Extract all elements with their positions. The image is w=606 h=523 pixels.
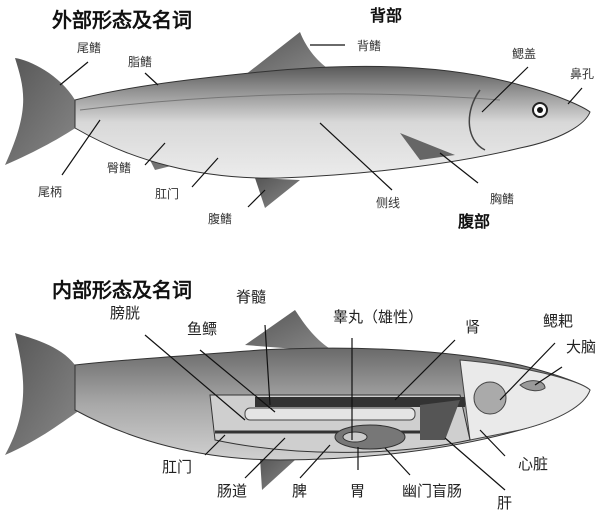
label-pectoral-fin: 胸鳍 [490, 192, 515, 206]
label-liver: 肝 [497, 494, 513, 512]
external-leader-lines [59, 44, 583, 208]
label-stomach: 胃 [350, 482, 366, 500]
ventral-region-label: 腹部 [458, 212, 491, 231]
dorsal-fin-shape [245, 32, 330, 75]
label-spleen: 脾 [292, 482, 308, 500]
label-caudal-fin: 尾鳍 [77, 41, 102, 55]
label-kidney: 肾 [465, 318, 481, 336]
label-gill-cover: 鳃盖 [512, 47, 537, 61]
internal-section-title: 内部形态及名词 [52, 278, 192, 302]
dorsal-region-label: 背部 [370, 6, 403, 25]
label-caudal-peduncle: 尾柄 [38, 185, 63, 199]
label-gills: 鳃耙 [543, 312, 574, 330]
label-heart: 心脏 [518, 455, 549, 473]
label-pelvic-fin: 腹鳍 [208, 212, 233, 226]
label-testis: 睾丸（雄性） [333, 308, 424, 326]
label-pyloric-caeca: 幽门盲肠 [402, 482, 463, 500]
label-spinal-cord: 脊髓 [236, 288, 267, 306]
internal-leader-lines [144, 324, 563, 491]
label-swim-bladder: 鱼鳔 [187, 320, 218, 338]
label-anus: 肛门 [155, 187, 180, 201]
external-fish [5, 32, 591, 208]
label-lateral-line: 侧线 [376, 196, 401, 210]
label-intestine: 肠道 [217, 482, 248, 500]
label-anal-fin: 臀鳍 [107, 161, 132, 175]
label-adipose-fin: 脂鳍 [128, 55, 153, 69]
label-bladder: 膀胱 [110, 304, 141, 322]
caudal-fin-shape [5, 58, 80, 165]
external-section-title: 外部形态及名词 [52, 8, 192, 32]
label-anus-internal: 肛门 [162, 458, 193, 476]
label-nostril: 鼻孔 [570, 67, 595, 81]
internal-fish [5, 310, 591, 490]
label-brain: 大脑 [566, 338, 597, 356]
label-dorsal-fin: 背鳍 [357, 39, 382, 53]
